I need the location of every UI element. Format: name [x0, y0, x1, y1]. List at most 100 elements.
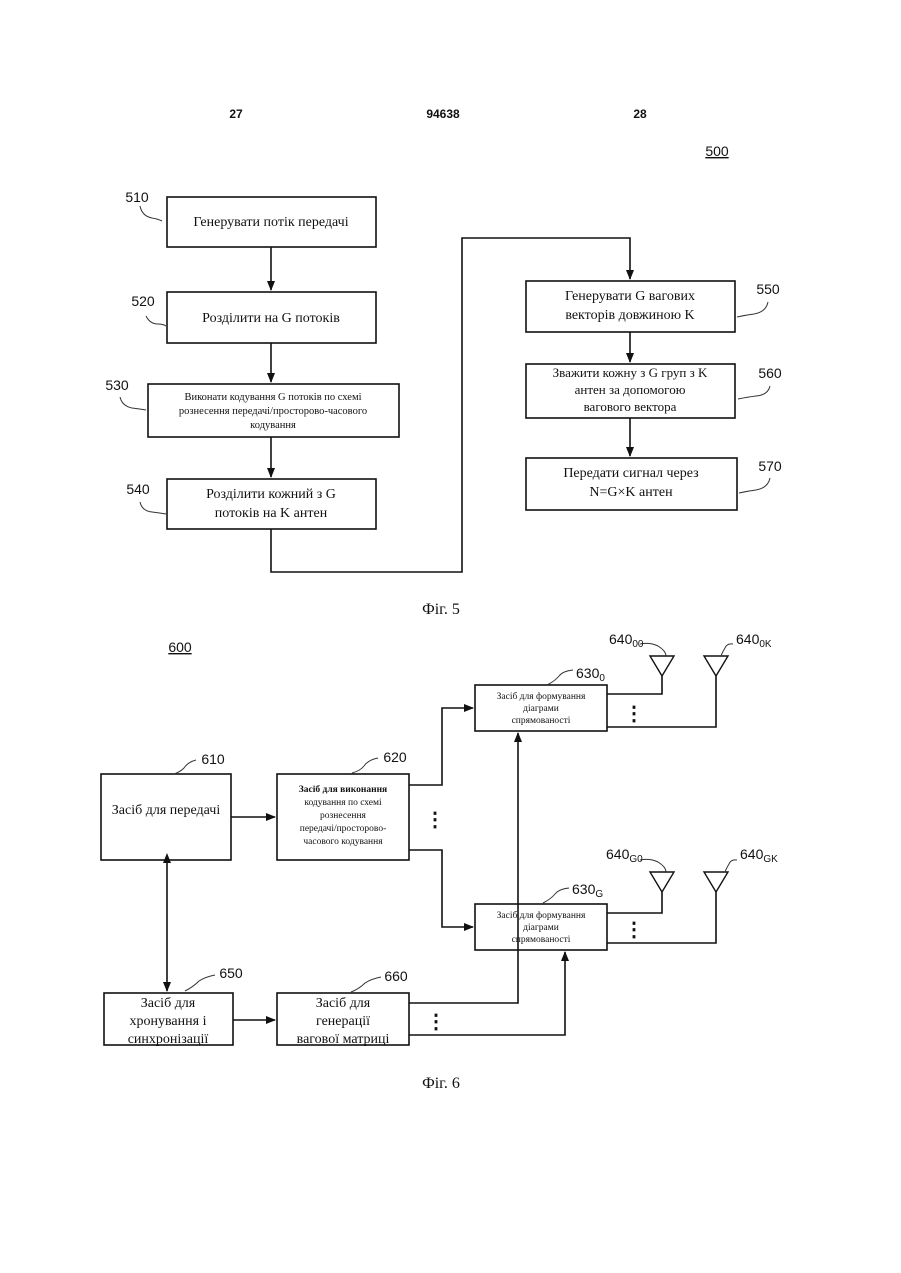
- document-number: 94638: [426, 107, 460, 121]
- block-620-label-line3: рознесення: [320, 811, 367, 821]
- ref-640-g0-number: 640: [606, 846, 630, 862]
- ref-630-g-number: 630: [572, 881, 596, 897]
- leader-630-g: [543, 888, 569, 903]
- antenna-icon: [704, 656, 728, 676]
- ref-640-gk: 640GK: [740, 846, 778, 865]
- ref-640-0k-subscript: 0K: [759, 639, 772, 650]
- leader-570: [739, 478, 770, 493]
- leader-620: [352, 758, 378, 773]
- block-620-label-line4: передачі/просторово-: [300, 824, 387, 834]
- ref-640-0k-number: 640: [736, 631, 760, 647]
- block-630-g-label-line3: спрямованості: [512, 935, 571, 945]
- antenna-icon: [650, 872, 674, 892]
- ref-640-g0: 640G0: [606, 846, 643, 865]
- leader-560: [738, 386, 770, 399]
- ref-640-00-subscript: 00: [632, 639, 644, 650]
- leader-610: [174, 760, 196, 774]
- figure-5-ref: 500: [705, 143, 729, 159]
- block-630-g-label-line1: Засіб для формування: [497, 910, 586, 921]
- leader-640-gk: [725, 860, 737, 872]
- ref-610: 610: [201, 751, 225, 767]
- ref-520: 520: [131, 293, 155, 309]
- ellipsis-antennas-0: ⋮: [624, 703, 644, 725]
- block-610-label: Засіб для передачі: [112, 803, 221, 818]
- leader-530: [120, 397, 146, 410]
- antenna-icon: [650, 656, 674, 676]
- leader-540: [140, 502, 166, 514]
- step-520-label: Розділити на G потоків: [202, 311, 340, 326]
- leader-630-0: [547, 670, 573, 685]
- feed-640-g0: [607, 892, 662, 913]
- figure-5-caption: Фіг. 5: [422, 601, 460, 618]
- antenna-640-gk: [704, 872, 728, 892]
- figure-6-ref: 600: [168, 639, 192, 655]
- page-number-right: 28: [633, 107, 647, 121]
- step-540-label-line2: потоків на K антен: [215, 506, 328, 521]
- leader-550: [737, 302, 768, 317]
- ref-570: 570: [758, 458, 782, 474]
- ref-650: 650: [219, 965, 243, 981]
- block-630-g-label-line2: діаграми: [523, 923, 559, 933]
- block-620-label-line1: Засіб для виконання: [299, 784, 387, 795]
- step-560-label-line1: Зважити кожну з G груп з K: [553, 365, 708, 380]
- step-530-label-line2: рознесення передачі/просторово-часового: [179, 406, 367, 417]
- block-660-label-line3: вагової матриці: [297, 1032, 390, 1047]
- antenna-icon: [704, 872, 728, 892]
- ref-640-00-number: 640: [609, 631, 633, 647]
- step-570-label-line1: Передати сигнал через: [563, 466, 699, 481]
- step-560-label-line3: вагового вектора: [584, 399, 677, 414]
- step-530-label-line3: кодування: [250, 420, 296, 431]
- ref-630-0-subscript: 0: [599, 673, 605, 684]
- ref-640-gk-subscript: GK: [763, 854, 778, 865]
- block-650-label-line3: синхронізації: [128, 1032, 209, 1047]
- step-550-label-line2: векторів довжиною K: [565, 308, 694, 323]
- ref-510: 510: [125, 189, 149, 205]
- leader-520: [146, 316, 166, 326]
- antenna-640-00: [650, 656, 674, 676]
- step-570-label-line2: N=G×K антен: [589, 485, 673, 500]
- ref-560: 560: [758, 365, 782, 381]
- block-620-label-line2: кодування по схемі: [304, 798, 382, 808]
- link-620-630-g: [409, 850, 473, 927]
- ref-660: 660: [384, 968, 408, 984]
- ref-550: 550: [756, 281, 780, 297]
- leader-650: [185, 975, 215, 991]
- ref-630-g: 630G: [572, 881, 603, 900]
- ref-530: 530: [105, 377, 129, 393]
- step-560-label-line2: антен за допомогою: [575, 382, 686, 397]
- leader-660: [351, 977, 381, 992]
- block-660-label-line1: Засіб для: [316, 996, 371, 1011]
- step-530-label-line1: Виконати кодування G потоків по схемі: [184, 392, 361, 403]
- figure-5-flowchart: 500 510 520 530 540 550 560 570 Генеру: [105, 143, 782, 618]
- block-650-label-line1: Засіб для: [141, 996, 196, 1011]
- leader-510: [140, 206, 162, 221]
- block-630-0-label-line2: діаграми: [523, 704, 559, 714]
- leader-640-00: [640, 643, 666, 656]
- ref-630-g-subscript: G: [595, 889, 603, 900]
- link-660-630-0: [409, 733, 518, 1003]
- figure-6-block-diagram: 600 ⋮ ⋮: [101, 631, 778, 1092]
- block-660-label-line2: генерації: [316, 1014, 370, 1029]
- ellipsis-antennas-g: ⋮: [624, 919, 644, 941]
- step-510-label: Генерувати потік передачі: [193, 215, 348, 230]
- leader-640-0k: [721, 644, 733, 656]
- antenna-640-0k: [704, 656, 728, 676]
- ref-630-0: 6300: [576, 665, 605, 684]
- antenna-640-g0: [650, 872, 674, 892]
- link-620-630-0: [409, 708, 473, 785]
- page-number-left: 27: [229, 107, 243, 121]
- step-550-label-line1: Генерувати G вагових: [565, 289, 695, 304]
- block-630-0-label-line1: Засіб для формування: [497, 691, 586, 702]
- block-620-label-line5: часового кодування: [303, 837, 383, 847]
- ref-640-00: 64000: [609, 631, 644, 650]
- ref-630-0-number: 630: [576, 665, 600, 681]
- ref-640-0k: 6400K: [736, 631, 772, 650]
- figure-6-caption: Фіг. 6: [422, 1075, 460, 1092]
- ellipsis-620-outputs: ⋮: [425, 809, 445, 831]
- leader-640-g0: [640, 859, 666, 872]
- step-540-label-line1: Розділити кожний з G: [206, 487, 336, 502]
- ref-540: 540: [126, 481, 150, 497]
- ellipsis-660-outputs: ⋮: [426, 1011, 446, 1033]
- block-650-label-line2: хронування і: [130, 1014, 207, 1029]
